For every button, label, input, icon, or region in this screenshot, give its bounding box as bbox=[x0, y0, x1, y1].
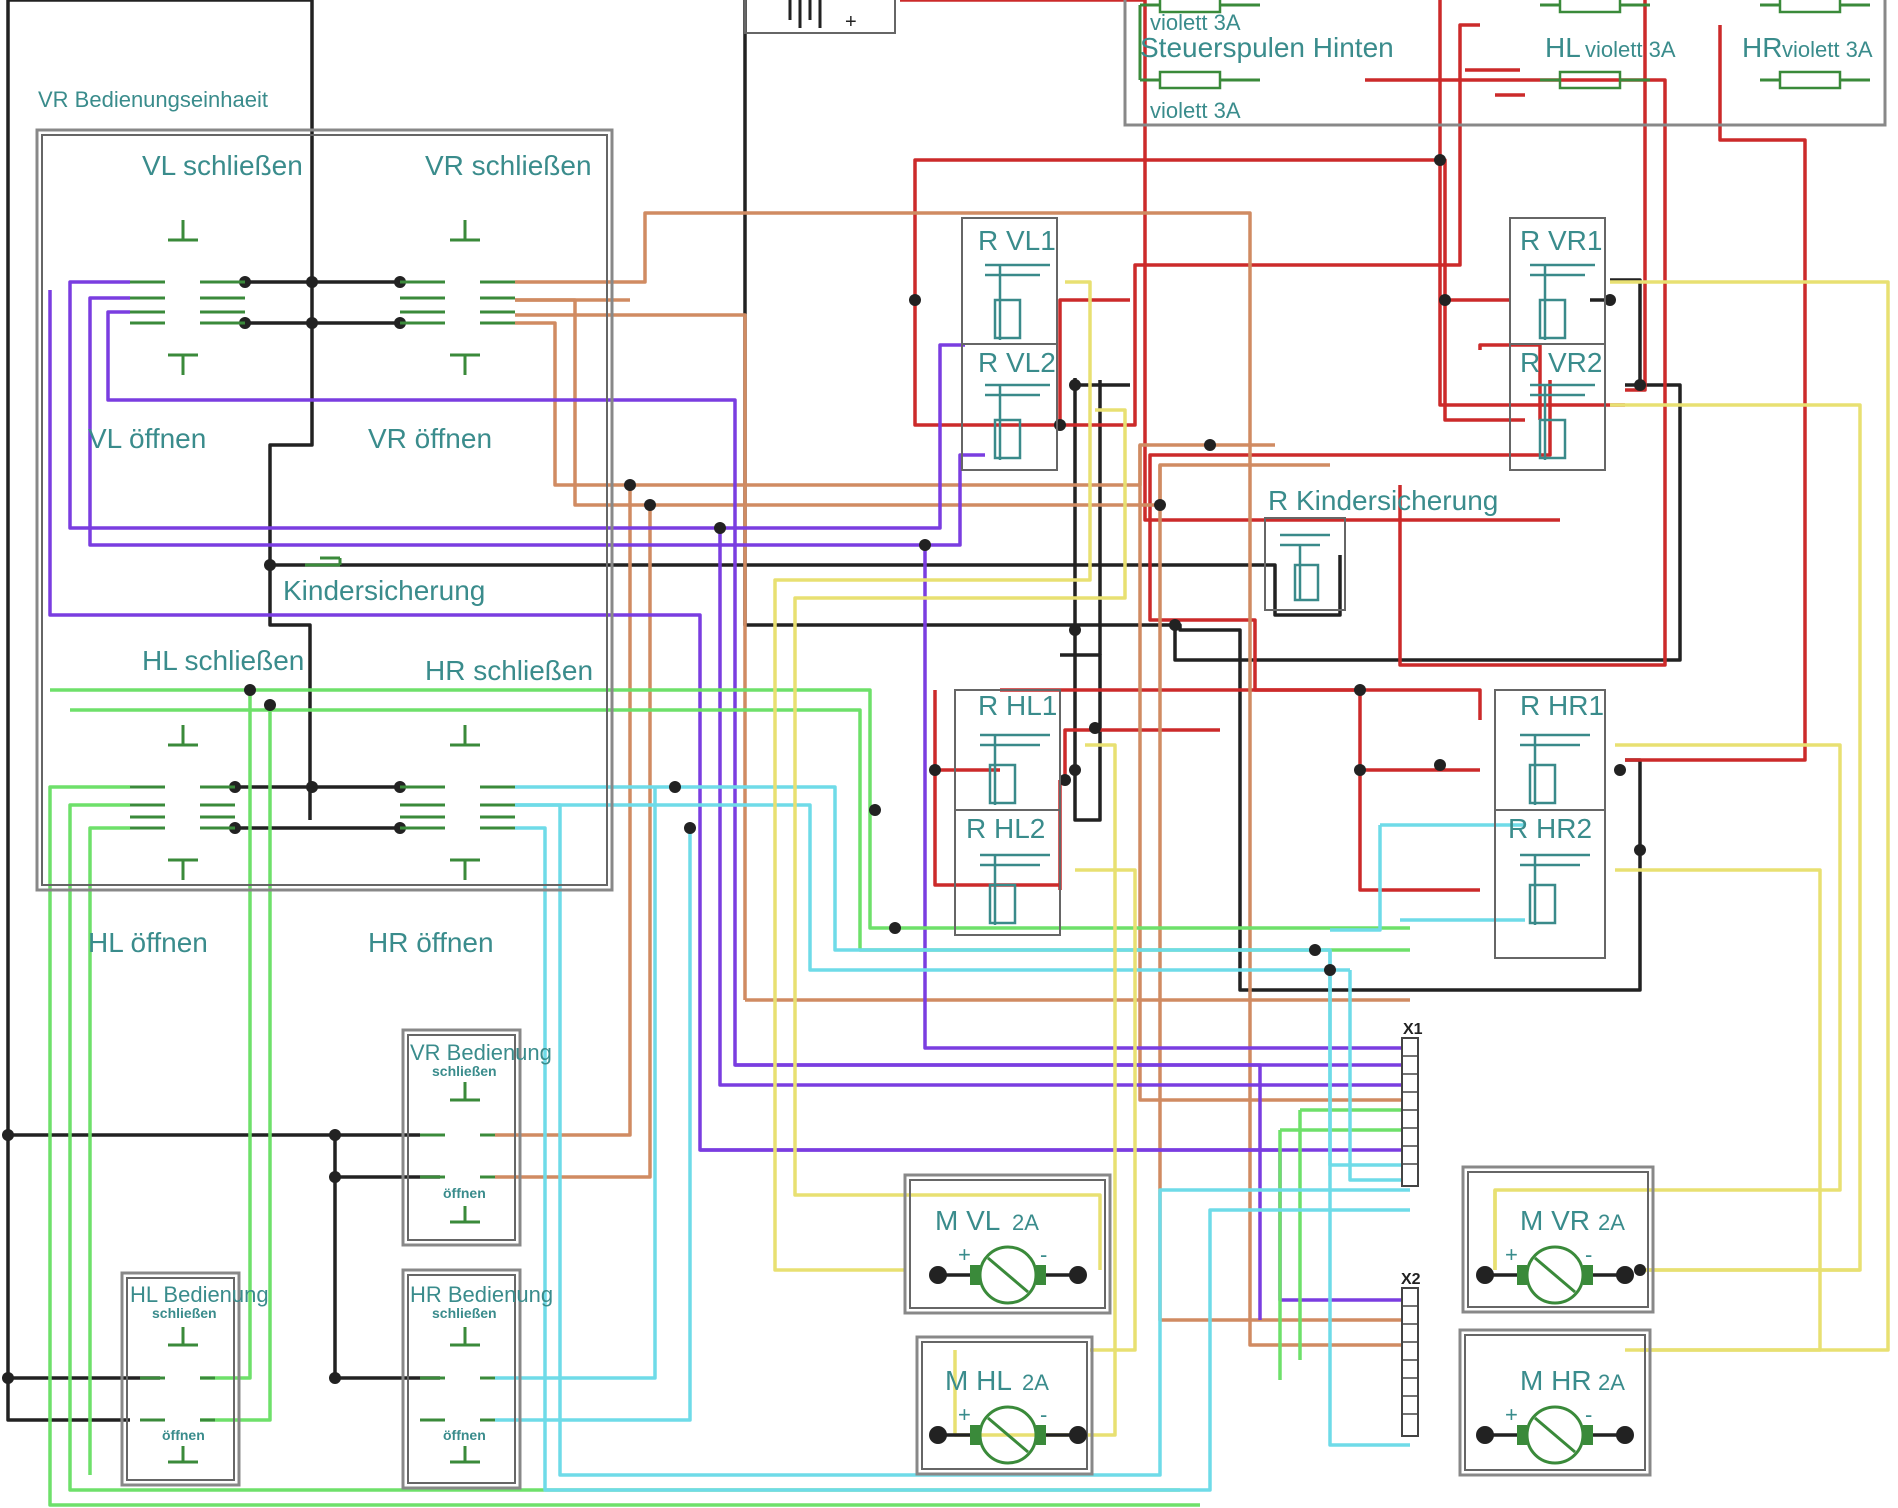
motor-vl-label: M VL bbox=[935, 1205, 1000, 1236]
fuse-violet-top-label: violett 3A bbox=[1150, 10, 1241, 35]
fuse-hr bbox=[1778, 70, 1842, 90]
vr-unit-title: VR Bedienungseinhaeit bbox=[38, 87, 268, 112]
motor-hl: M HL 2A + - bbox=[915, 1335, 1094, 1476]
relay-vl2-label: R VL2 bbox=[978, 347, 1056, 378]
motor-hr-rating: 2A bbox=[1598, 1370, 1625, 1395]
relay-hl: R HL1 R HL2 bbox=[954, 689, 1061, 936]
motor-vl-rating: 2A bbox=[1012, 1210, 1039, 1235]
switch-vr bbox=[400, 220, 515, 375]
vr-control-unit: VR Bedienungseinhaeit VL schließen VR sc… bbox=[35, 87, 614, 892]
vl-close-label: VL schließen bbox=[142, 150, 303, 181]
relay-child-lock: R Kindersicherung bbox=[1264, 485, 1498, 611]
rear-coils-fuse-box: violett 3A Steuerspulen Hinten violett 3… bbox=[1123, 0, 1887, 127]
wires bbox=[6, 0, 1890, 1507]
connector-x1: X1 bbox=[1401, 1021, 1423, 1187]
hl-operator-box: HL Bedienung schließen öffnen bbox=[120, 1271, 269, 1487]
hl-open-label: HL öffnen bbox=[88, 927, 208, 958]
relay-hl2-label: R HL2 bbox=[966, 813, 1045, 844]
fuse-hl-top bbox=[1558, 0, 1622, 14]
hr-close-label: HR schließen bbox=[425, 655, 593, 686]
connector-x2: X2 bbox=[1401, 1271, 1421, 1437]
fuse-hr-label: HR bbox=[1742, 32, 1782, 63]
relay-vl1-label: R VL1 bbox=[978, 225, 1056, 256]
hl-operator-close: schließen bbox=[152, 1305, 217, 1321]
motor-vl: M VL 2A + - bbox=[903, 1173, 1112, 1315]
vl-open-label: VL öffnen bbox=[88, 423, 206, 454]
motor-hl-minus: - bbox=[1040, 1402, 1047, 1427]
motor-vr-rating: 2A bbox=[1598, 1210, 1625, 1235]
relay-hr1-label: R HR1 bbox=[1520, 690, 1604, 721]
vr-operator-title: VR Bedienung bbox=[410, 1040, 552, 1065]
switch-hr bbox=[400, 725, 515, 880]
motor-hr-plus: + bbox=[1505, 1402, 1518, 1427]
hl-close-label: HL schließen bbox=[142, 645, 304, 676]
switch-vl bbox=[130, 220, 245, 375]
fuse-bottom bbox=[1158, 70, 1222, 90]
vr-close-label: VR schließen bbox=[425, 150, 592, 181]
relay-vr: R VR1 R VR2 bbox=[1509, 217, 1606, 471]
connector-x1-label: X1 bbox=[1403, 1021, 1423, 1038]
vr-open-label: VR öffnen bbox=[368, 423, 492, 454]
motor-vr-plus: + bbox=[1505, 1242, 1518, 1267]
fuse-hr-top bbox=[1778, 0, 1842, 14]
relay-child-lock-label: R Kindersicherung bbox=[1268, 485, 1498, 516]
fuse-hr-sub-label: violett 3A bbox=[1782, 37, 1873, 62]
hr-operator-title: HR Bedienung bbox=[410, 1282, 553, 1307]
motor-hr: M HR 2A + - bbox=[1458, 1328, 1652, 1477]
fuse-hl-sub-label: violett 3A bbox=[1585, 37, 1676, 62]
relay-hr2-label: R HR2 bbox=[1508, 813, 1592, 844]
relay-vl: R VL1 R VL2 bbox=[961, 217, 1058, 471]
relay-hr: R HR1 R HR2 bbox=[1494, 689, 1606, 959]
switch-hl bbox=[130, 725, 235, 880]
rear-coils-label: Steuerspulen Hinten bbox=[1140, 32, 1394, 63]
motor-vr: M VR 2A + - bbox=[1461, 1165, 1655, 1314]
motor-vl-plus: + bbox=[958, 1242, 971, 1267]
relay-vr1-label: R VR1 bbox=[1520, 225, 1602, 256]
hr-operator-close: schließen bbox=[432, 1305, 497, 1321]
relay-hl1-label: R HL1 bbox=[978, 690, 1057, 721]
fuse-violet-bottom-label: violett 3A bbox=[1150, 98, 1241, 123]
motor-hr-label: M HR bbox=[1520, 1365, 1592, 1396]
motor-hl-plus: + bbox=[958, 1402, 971, 1427]
child-lock-label: Kindersicherung bbox=[283, 575, 485, 606]
motor-hr-minus: - bbox=[1585, 1402, 1592, 1427]
vr-operator-box: VR Bedienung schließen öffnen bbox=[401, 1028, 552, 1247]
battery: + bbox=[744, 0, 896, 34]
motor-vr-minus: - bbox=[1585, 1242, 1592, 1267]
motor-vr-label: M VR bbox=[1520, 1205, 1590, 1236]
hl-operator-title: HL Bedienung bbox=[130, 1282, 269, 1307]
junction-dots bbox=[2, 154, 1646, 1384]
motor-vl-minus: - bbox=[1040, 1242, 1047, 1267]
hr-operator-box: HR Bedienung schließen öffnen bbox=[401, 1268, 553, 1490]
battery-plus-label: + bbox=[845, 11, 857, 33]
hl-operator-open: öffnen bbox=[162, 1427, 205, 1443]
connector-x2-label: X2 bbox=[1401, 1271, 1421, 1288]
hr-open-label: HR öffnen bbox=[368, 927, 494, 958]
vr-operator-close: schließen bbox=[432, 1063, 497, 1079]
motor-hl-rating: 2A bbox=[1022, 1370, 1049, 1395]
relay-vr2-label: R VR2 bbox=[1520, 347, 1602, 378]
child-lock-switch bbox=[305, 556, 342, 567]
motor-hl-label: M HL bbox=[945, 1365, 1012, 1396]
fuse-hl-label: HL bbox=[1545, 32, 1581, 63]
hr-operator-open: öffnen bbox=[443, 1427, 486, 1443]
vr-operator-open: öffnen bbox=[443, 1185, 486, 1201]
